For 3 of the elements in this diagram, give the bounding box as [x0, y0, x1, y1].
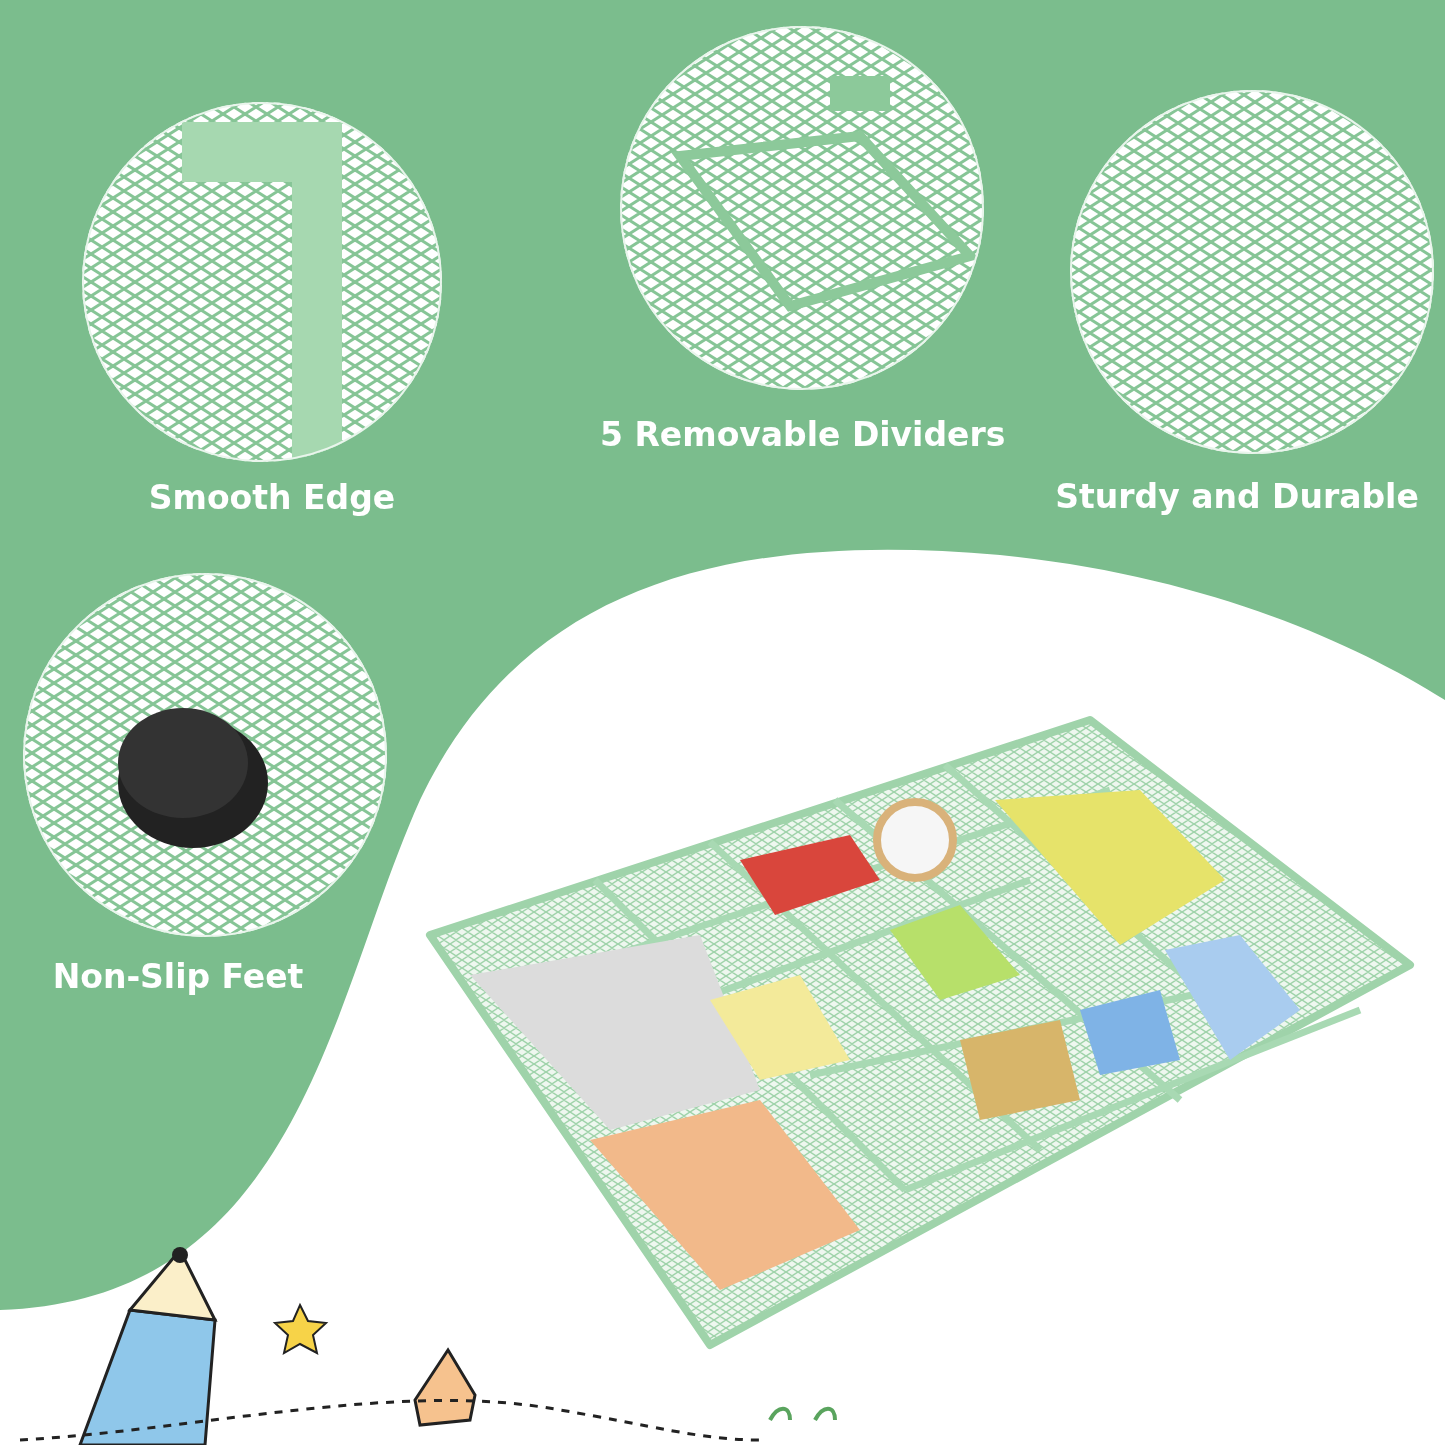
feature-label: Sturdy and Durable [1054, 477, 1420, 516]
feature-label: Smooth Edge [147, 478, 397, 517]
feature-label: Non-Slip Feet [51, 957, 305, 996]
